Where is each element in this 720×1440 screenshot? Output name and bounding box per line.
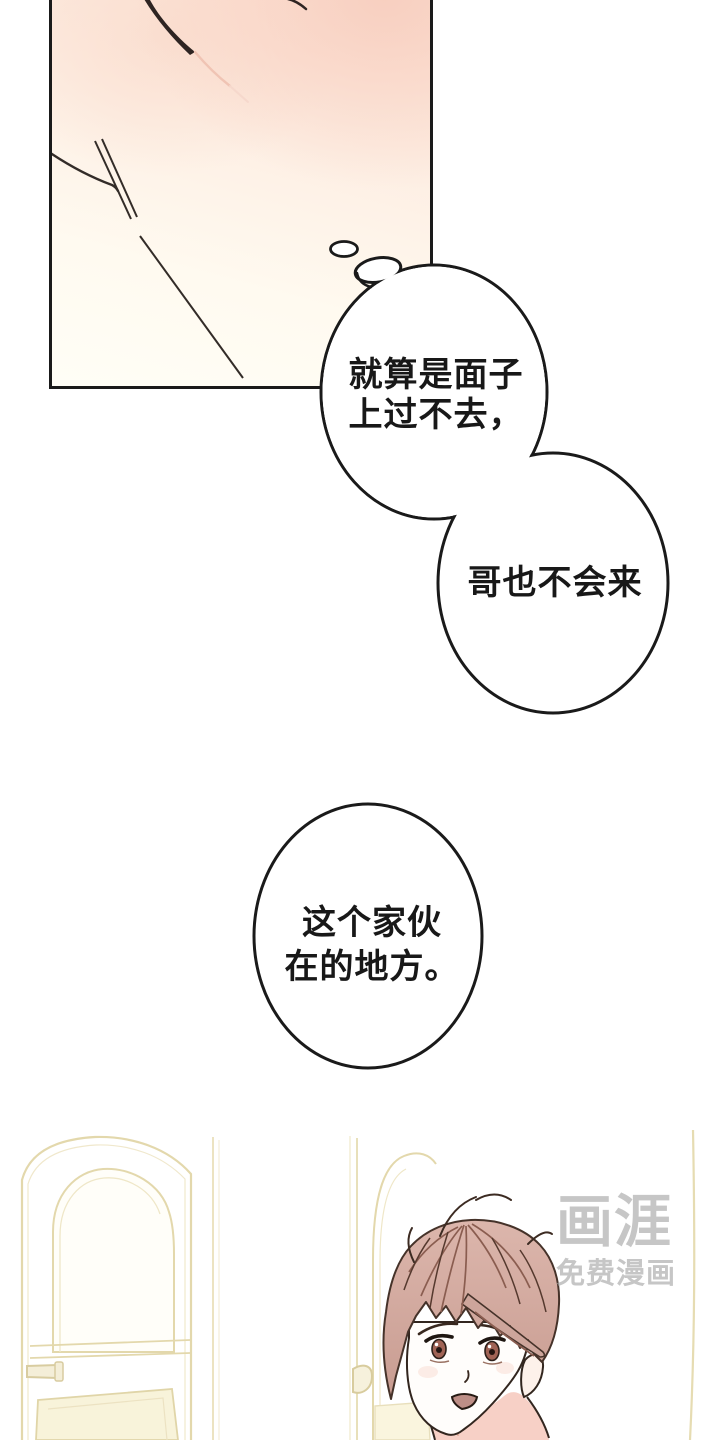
thought-dot bbox=[329, 240, 359, 258]
blush-left bbox=[418, 1366, 438, 1378]
closeup-thick-stroke bbox=[144, 0, 195, 55]
closeup-long-line bbox=[139, 235, 244, 379]
door-center-handle bbox=[352, 1364, 374, 1394]
closeup-double-line-1 bbox=[94, 140, 132, 220]
panel-doorway bbox=[0, 1128, 720, 1440]
closeup-top-tick bbox=[287, 0, 308, 11]
panel-closeup bbox=[49, 0, 433, 389]
door-left-handle bbox=[26, 1361, 64, 1382]
character-boy bbox=[382, 1193, 561, 1440]
door-left bbox=[20, 1135, 193, 1440]
doorway-art bbox=[20, 1129, 696, 1440]
blush-right bbox=[496, 1362, 514, 1374]
mouth bbox=[450, 1393, 479, 1411]
closeup-art bbox=[52, 0, 308, 379]
hair-spikes bbox=[407, 1193, 553, 1263]
hair bbox=[382, 1193, 561, 1400]
thought-bubble-2 bbox=[322, 266, 670, 715]
eye-right bbox=[478, 1336, 506, 1365]
thought-bubble-3 bbox=[252, 802, 484, 1070]
nose bbox=[464, 1370, 470, 1383]
eyebrow-left bbox=[417, 1322, 459, 1336]
door-center bbox=[352, 1152, 437, 1440]
eye-left bbox=[424, 1333, 454, 1364]
wall-line-right bbox=[688, 1129, 696, 1440]
hair-strands-dark bbox=[403, 1231, 547, 1313]
thought-bubble-1-text: 就算是面子 上过不去， bbox=[348, 356, 524, 434]
wall-lines bbox=[212, 1136, 358, 1440]
closeup-crease-line bbox=[193, 50, 232, 88]
closeup-crease-fade bbox=[229, 85, 249, 103]
thought-bubble-3-text: 这个家伙 在的地方。 bbox=[284, 904, 460, 986]
thought-bubble-2-text: 哥也不会来 bbox=[467, 564, 643, 602]
closeup-double-line-2 bbox=[101, 138, 138, 218]
